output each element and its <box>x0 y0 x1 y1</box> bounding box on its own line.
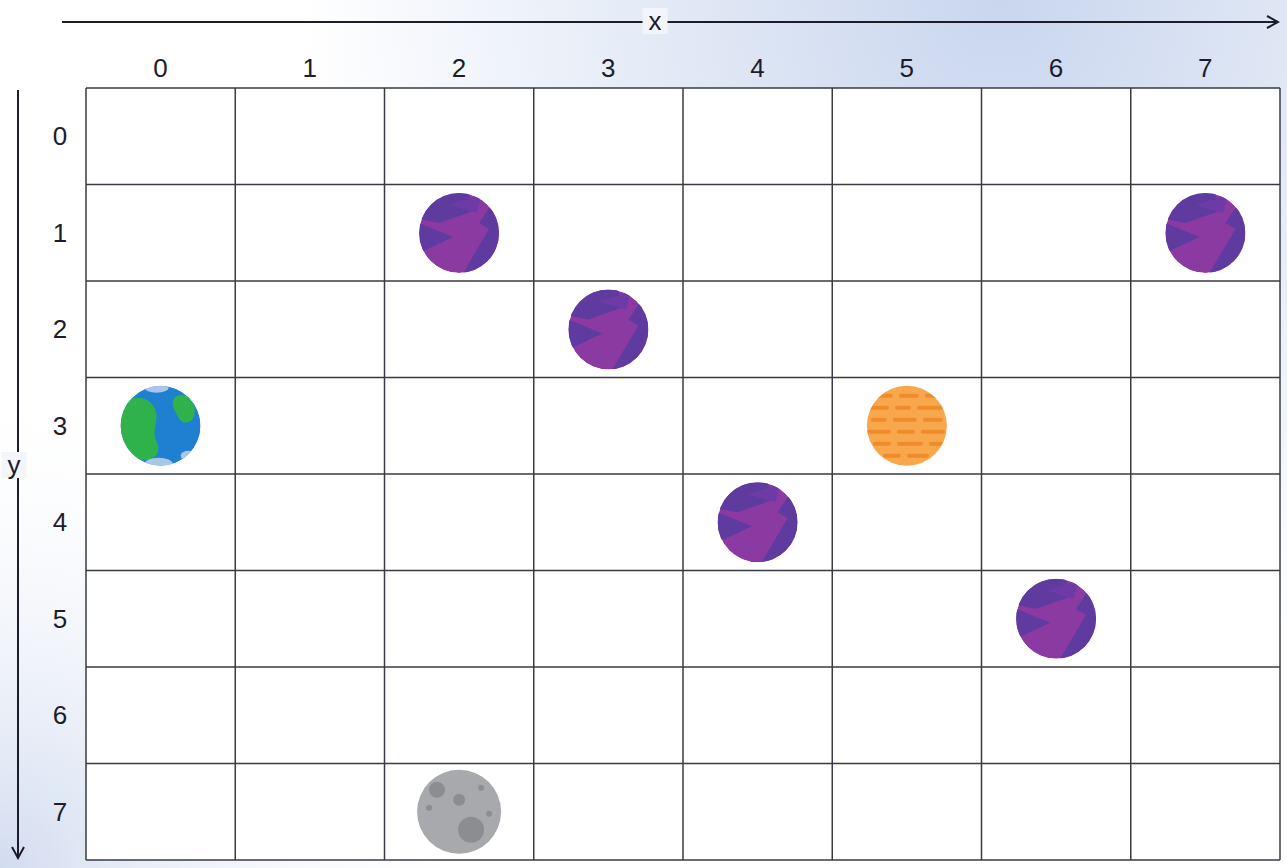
axis-number: 1 <box>303 55 317 81</box>
axis-number: 7 <box>53 799 67 825</box>
axis-number: 0 <box>53 123 67 149</box>
axis-number: 6 <box>1049 55 1063 81</box>
axis-number: 2 <box>452 55 466 81</box>
axis-number: 0 <box>153 55 167 81</box>
axis-number: 4 <box>53 509 67 535</box>
axis-number: 1 <box>53 220 67 246</box>
axis-number: 7 <box>1198 55 1212 81</box>
axis-number: 5 <box>900 55 914 81</box>
axis-number: 4 <box>750 55 764 81</box>
axis-number: 3 <box>53 413 67 439</box>
axis-number: 5 <box>53 606 67 632</box>
axis-name: x <box>643 8 668 34</box>
axis-number: 6 <box>53 702 67 728</box>
axis-number: 2 <box>53 316 67 342</box>
axis-number: 3 <box>601 55 615 81</box>
axis-name: y <box>2 452 27 478</box>
